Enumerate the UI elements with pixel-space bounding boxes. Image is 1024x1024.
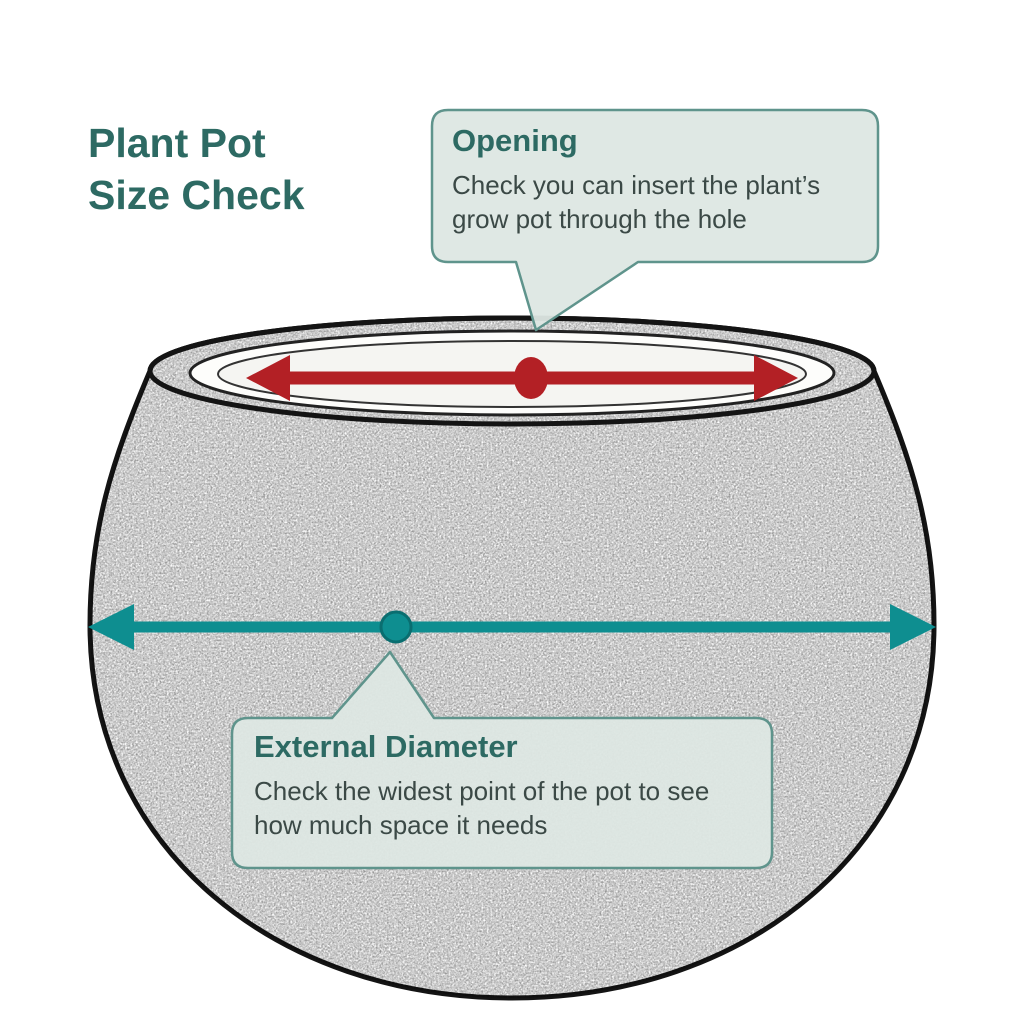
- external-diameter-callout-title: External Diameter: [254, 729, 518, 764]
- opening-arrowhead-left: [246, 355, 290, 401]
- external-callout-bubble: [230, 650, 774, 870]
- external-center-dot: [379, 610, 413, 644]
- opening-callout-bubble: [430, 108, 880, 332]
- pot-sketch: [87, 315, 937, 1001]
- page-title: Plant Pot Size Check: [88, 120, 305, 218]
- opening-arrow: [246, 355, 798, 401]
- pot-rim-outer: [147, 315, 877, 427]
- external-arrowhead-left: [88, 604, 134, 650]
- opening-arrowhead-right: [754, 355, 798, 401]
- opening-callout-body: Check you can insert the plant’s grow po…: [452, 170, 821, 235]
- external-arrowhead-right: [890, 604, 936, 650]
- opening-callout-title: Opening: [452, 123, 578, 158]
- external-diameter-arrow: [88, 604, 936, 650]
- pot-texture: [90, 318, 934, 998]
- opening-center-dot: [514, 357, 548, 399]
- external-diameter-callout-body: Check the widest point of the pot to see…: [254, 776, 710, 841]
